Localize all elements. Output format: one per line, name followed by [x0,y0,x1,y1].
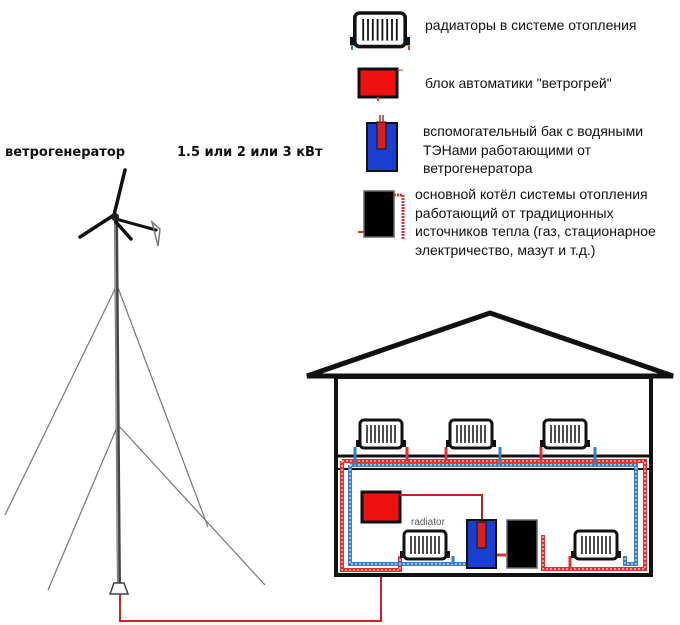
power-rating-label: 1.5 или 2 или 3 кВт [177,145,323,160]
legend-boiler-line: основной котёл системы отопления [415,186,648,202]
legend-boiler-text: основной котёл системы отопления работаю… [415,185,656,259]
mast-base [108,582,130,595]
radiator-lower-2 [569,529,623,561]
legend-boiler-icon [358,190,405,240]
legend-tank-line: ветрогенератора [423,160,533,176]
legend-control-unit-text: блок автоматики "ветрогрей" [425,75,612,91]
control-unit [360,490,402,524]
radiator-lower-1 [398,529,452,561]
legend-control-unit-icon [357,67,403,101]
rotor-blades [78,168,158,241]
legend-boiler-line: работающий от традиционных [415,204,614,221]
boiler [506,519,538,569]
radiator-upper-3 [538,418,592,450]
legend-tank-line: ТЭНами работающими от [423,141,592,158]
mast [114,217,121,589]
radiator-label: radiator [411,517,445,528]
legend-tank-line: вспомогательный бак с водяными [423,123,644,139]
wind-turbine [4,168,266,595]
radiator-upper-2 [444,418,498,450]
radiator-upper-1 [354,418,408,450]
wind-generator-label: ветрогенератор [5,145,126,160]
legend-tank-text: вспомогательный бак с водяными ТЭНами ра… [423,122,643,178]
legend-radiator-text: радиаторы в системе отопления [425,17,637,33]
roof [306,310,674,379]
cold-water-pipes [348,447,638,566]
legend-auxiliary-tank-icon [366,115,398,172]
guy-wires [4,284,266,591]
tail-vane [150,219,161,247]
legend-boiler-line: электричество, мазут и т.д.) [415,241,596,258]
control-to-tank-wire [400,494,483,523]
house [306,310,674,577]
legend-radiator-icon [348,11,412,50]
legend-boiler-line: источников тепла (газ, стационарное [415,223,656,239]
